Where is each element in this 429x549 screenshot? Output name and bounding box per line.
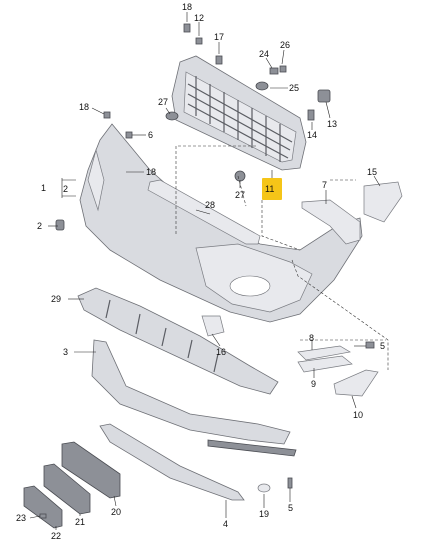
callout-20: 20: [111, 507, 121, 517]
callout-6: 6: [148, 130, 153, 140]
callout-22: 22: [51, 531, 61, 541]
callout-labels: 18 12 17 24 26 25 13 14 27 18 6 18 1 2 2…: [16, 2, 385, 541]
fog-bezel-16: [201, 315, 225, 337]
callout-16: 16: [216, 347, 226, 357]
leader-lines: [29, 12, 381, 530]
callout-27-right: 27: [235, 190, 245, 200]
callout-5-right: 5: [380, 341, 385, 351]
lip-strip: [207, 439, 297, 457]
grommet-19: [257, 483, 271, 493]
lip-spoiler-4: [99, 423, 245, 501]
callout-1: 1: [41, 183, 46, 193]
callout-2-bracket: 2: [63, 184, 68, 194]
callout-28: 28: [205, 200, 215, 210]
callout-8: 8: [309, 333, 314, 343]
callout-7: 7: [322, 180, 327, 190]
upper-grille: [171, 55, 307, 171]
lower-spoiler-3: [91, 339, 291, 445]
callout-29: 29: [51, 294, 61, 304]
callout-24: 24: [259, 49, 269, 59]
callout-19: 19: [259, 509, 269, 519]
cover-8: [297, 345, 351, 361]
callout-2: 2: [37, 221, 42, 231]
callout-13: 13: [327, 119, 337, 129]
callout-23: 23: [16, 513, 26, 523]
highlight-box-11: [262, 178, 282, 200]
clip-2: [55, 219, 65, 231]
callout-9: 9: [311, 379, 316, 389]
callout-5-bottom: 5: [288, 503, 293, 513]
side-insert-15: [363, 181, 403, 223]
callout-15: 15: [367, 167, 377, 177]
callout-26: 26: [280, 40, 290, 50]
callout-3: 3: [63, 347, 68, 357]
bumper-cover: [79, 123, 363, 323]
callout-18-mid: 18: [146, 167, 156, 177]
screw-5-top: [365, 341, 375, 349]
lower-bracket-29: [77, 287, 279, 395]
plate-holder-20: [61, 441, 121, 499]
callout-10: 10: [353, 410, 363, 420]
callout-4: 4: [223, 519, 228, 529]
bracket-ribs: [105, 299, 219, 373]
side-bracket-7: [301, 199, 361, 245]
grille-fasteners: [103, 23, 331, 182]
callout-14: 14: [307, 130, 317, 140]
cover-9: [297, 355, 353, 373]
plate-holder-21: [43, 463, 91, 515]
plate-holder-22: [23, 485, 63, 529]
screw-23: [39, 513, 47, 519]
callout-27-left: 27: [158, 97, 168, 107]
callout-12: 12: [194, 13, 204, 23]
callout-18-left: 18: [79, 102, 89, 112]
side-panel-10: [333, 369, 379, 397]
callout-25: 25: [289, 83, 299, 93]
callout-21: 21: [75, 517, 85, 527]
callout-17: 17: [214, 32, 224, 42]
callout-18-top: 18: [182, 2, 192, 12]
callout-11: 11: [265, 184, 274, 194]
screw-5-bottom: [287, 477, 293, 489]
dashed-assembly-lines: [175, 145, 389, 370]
